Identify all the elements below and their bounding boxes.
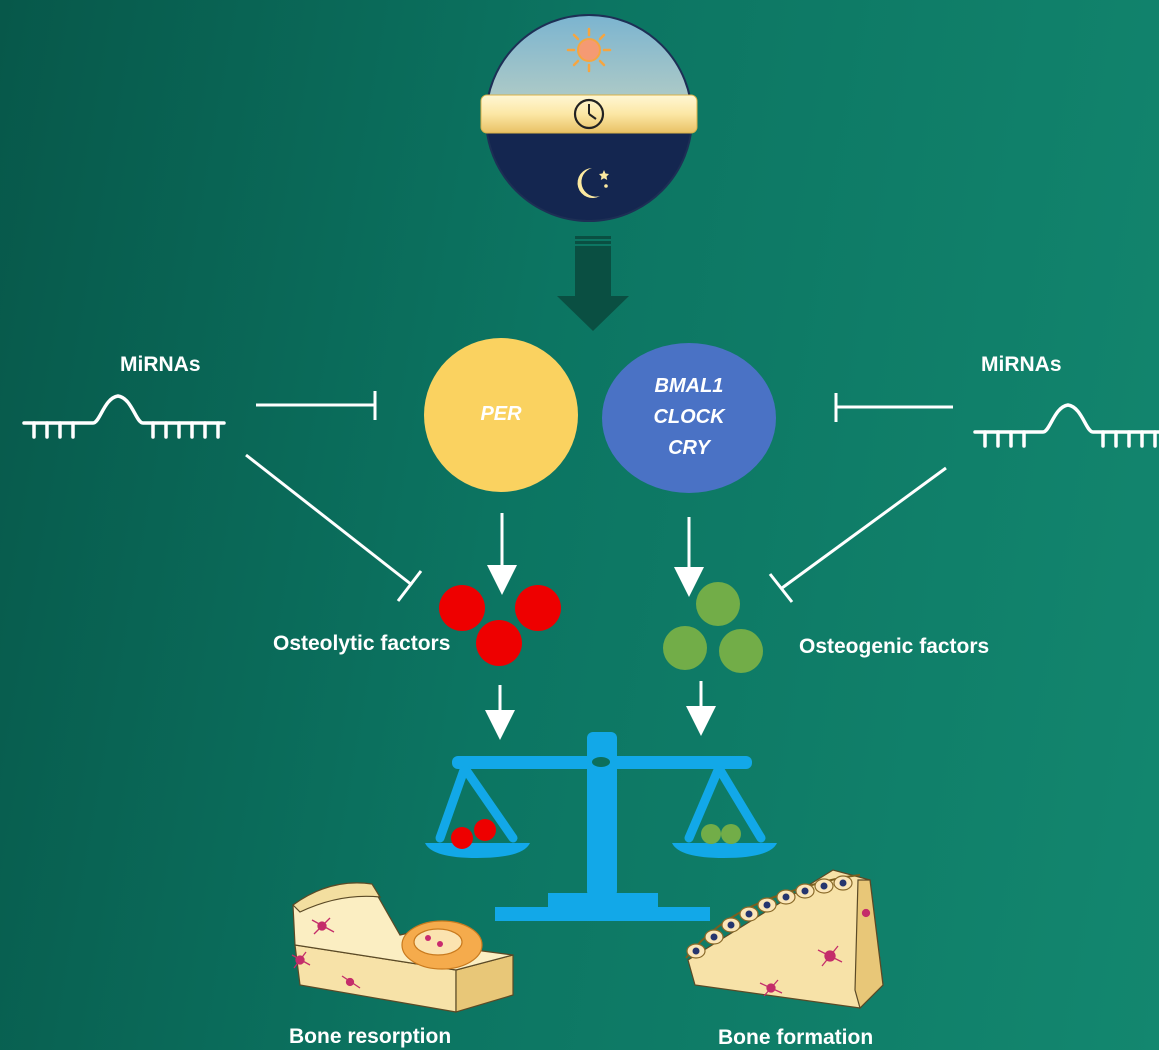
per-gene-label: PER [480, 403, 522, 425]
inhibition-lines [245, 391, 953, 603]
sun-icon [566, 27, 612, 73]
bmal1-gene-label: BMAL1 [654, 375, 724, 397]
mirna-hairpin-icon [973, 403, 1159, 448]
osteolytic-factors-label: Osteolytic factors [273, 632, 451, 655]
bmal-clock-cry-circle [602, 343, 776, 493]
mirna-left-label: MiRNAs [120, 353, 201, 376]
bone-formation-tissue-icon [685, 869, 884, 1010]
clock-gene-label: CLOCK [653, 406, 725, 428]
day-night-clock-icon [480, 14, 698, 222]
mirna-right-label: MiRNAs [981, 353, 1062, 376]
bmal-clock-cry-labels: BMAL1 CLOCK CRY [629, 371, 749, 464]
bone-resorption-label: Bone resorption [289, 1025, 452, 1048]
down-arrow-icon [557, 236, 629, 331]
bone-resorption-tissue-icon [291, 882, 514, 1013]
moon-icon [577, 168, 609, 198]
osteolytic-factors-icon [439, 585, 561, 666]
bone-formation-label: Bone formation [718, 1026, 874, 1049]
balance-scale-icon [425, 732, 777, 921]
clock-icon [573, 98, 605, 130]
osteogenic-factors-icon [663, 582, 763, 673]
cry-gene-label: CRY [668, 437, 710, 459]
osteogenic-factors-label: Osteogenic factors [799, 635, 990, 658]
mirna-hairpin-icon [22, 394, 226, 439]
per-circle [424, 338, 578, 492]
activation-arrows [485, 513, 716, 740]
